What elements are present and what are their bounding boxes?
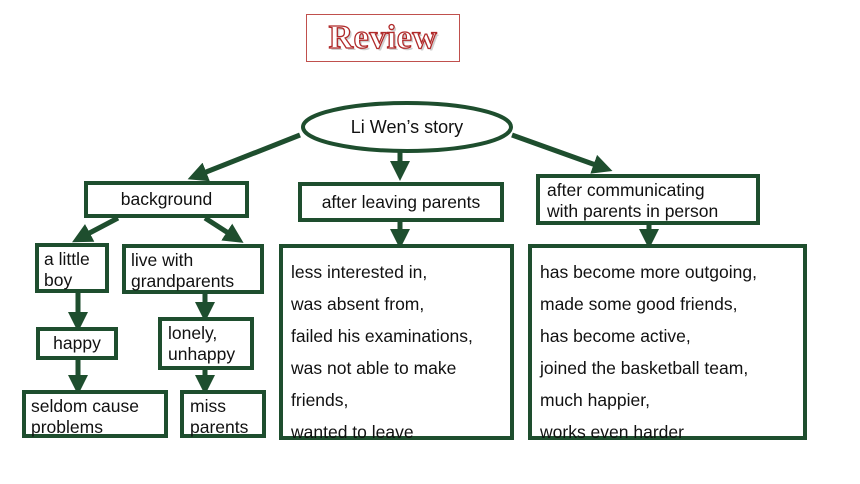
happy-label: happy [53,333,101,353]
after-communicating-item: made some good friends, [540,294,738,314]
happy-box: happy [36,327,118,360]
after-leaving-item: friends, [291,390,349,410]
after-communicating-item: has become more outgoing, [540,262,757,282]
review-title: Review [306,14,460,62]
arrow-root-to-after-communicating [511,132,613,174]
seldom-cause-problems-box: seldom cause problems [22,390,168,438]
after-communicating-item: works even harder [540,422,684,442]
seldom-line-1: seldom cause [31,396,139,416]
seldom-line-2: problems [31,417,103,437]
after-leaving-item: was absent from, [291,294,425,314]
after-leaving-item: failed his examinations, [291,326,473,346]
little-boy-line-2: boy [44,270,73,290]
background-label: background [120,189,213,209]
grandparents-line-2: grandparents [131,271,235,291]
root-ellipse [301,101,513,153]
after-leaving-item: wanted to leave [291,422,414,442]
after-communicating-line-2: with parents in person [547,201,719,221]
lonely-unhappy-box: lonely, unhappy [158,317,254,370]
after-communicating-item: has become active, [540,326,691,346]
root-node: Li Wen’s story [350,116,464,137]
lonely-line-2: unhappy [168,344,236,364]
after-communicating-line-1: after communicating [547,180,705,200]
little-boy-line-1: a little [44,249,90,269]
after-leaving-list-box: less interested in, was absent from, fai… [279,244,514,442]
after-leaving-parents-label: after leaving parents [321,191,481,212]
arrow-root-to-background [187,132,301,182]
arrow-background-to-little-boy [72,215,120,243]
background-box: background [84,181,249,218]
lonely-line-1: lonely, [168,323,218,343]
miss-parents-box: miss parents [180,390,266,438]
little-boy-box: a little boy [35,243,109,293]
grandparents-line-1: live with [131,250,194,270]
miss-line-1: miss [190,396,226,416]
miss-line-2: parents [190,417,249,437]
after-communicating-item: joined the basketball team, [540,358,749,378]
after-communicating-list-box: has become more outgoing, made some good… [528,244,807,442]
after-communicating-box: after communicating with parents in pers… [536,174,760,225]
after-leaving-item: less interested in, [291,262,428,282]
arrow-background-to-grandparents [203,215,244,243]
after-communicating-item: much happier, [540,390,650,410]
after-leaving-item: was not able to make [291,358,457,378]
live-with-grandparents-box: live with grandparents [122,244,264,294]
after-leaving-parents-box: after leaving parents [298,182,504,222]
